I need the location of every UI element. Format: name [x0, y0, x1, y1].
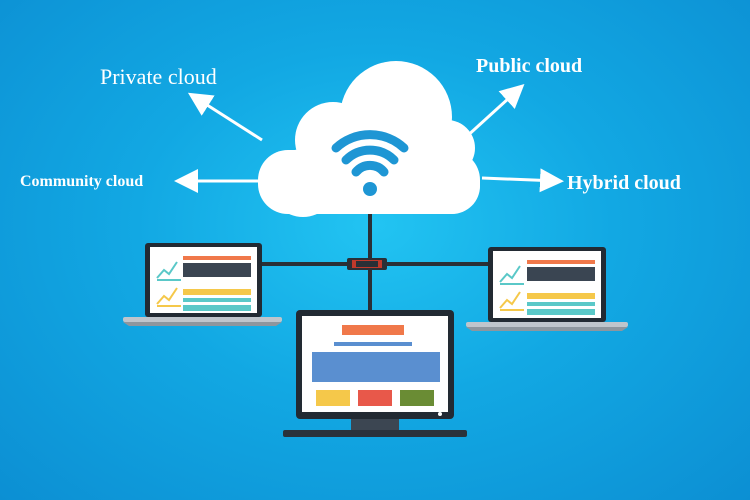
network-connector-icon: [347, 258, 387, 270]
hybrid-cloud-label: Hybrid cloud: [567, 172, 681, 194]
monitor-icon: [283, 310, 467, 437]
chart-icon: [499, 291, 524, 311]
community-cloud-label: Community cloud: [20, 173, 144, 190]
public-cloud-label: Public cloud: [476, 55, 583, 77]
laptop-right: [466, 247, 628, 331]
wifi-dot: [363, 182, 377, 196]
wifi-icon: [331, 130, 409, 177]
chart-icon: [156, 287, 181, 307]
arrow-to-private-cloud: [187, 92, 263, 142]
chart-icon: [499, 265, 524, 285]
arrow-to-public-cloud: [463, 83, 525, 140]
laptop-left: [123, 243, 282, 326]
cloud-icon: [258, 61, 480, 217]
private-cloud-label: Private cloud: [100, 64, 217, 89]
chart-icon: [156, 261, 181, 281]
arrow-to-hybrid-cloud: [481, 168, 564, 193]
